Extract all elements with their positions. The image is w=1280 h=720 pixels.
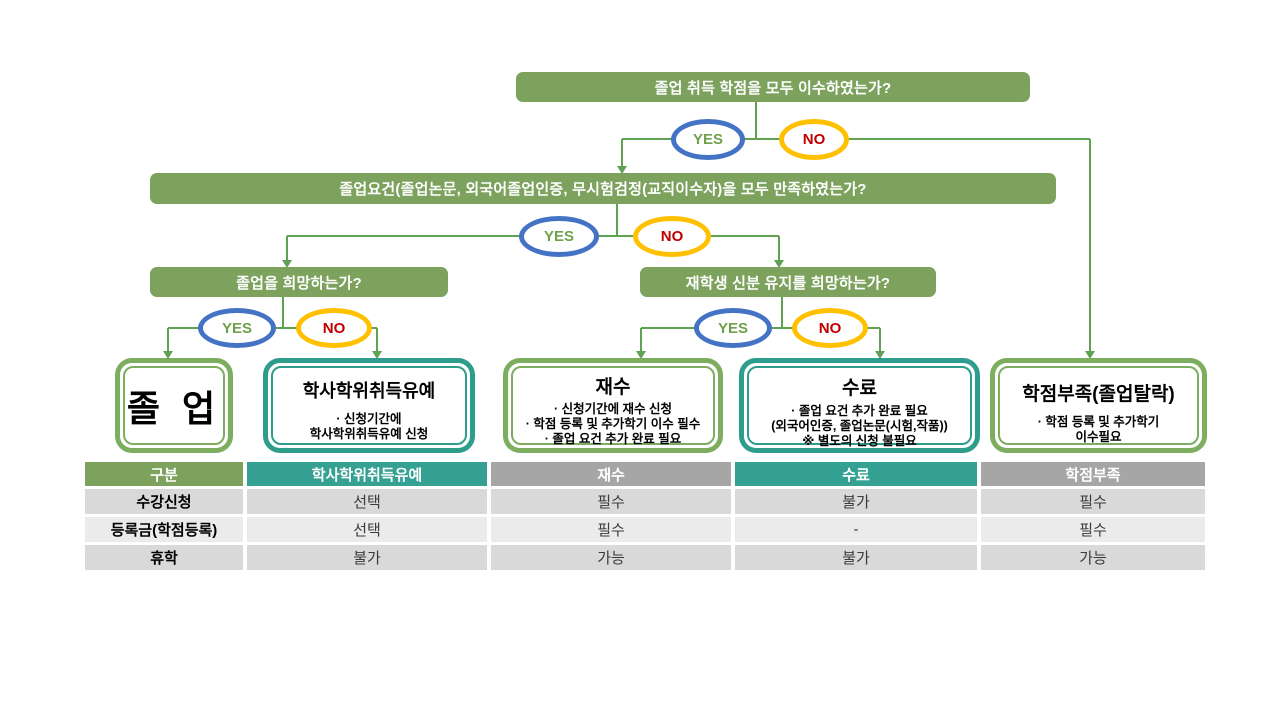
result-note: · 신청기간에 (336, 412, 402, 426)
yes-badge-requirements: YES (519, 216, 599, 257)
result-note: (외국어인증, 졸업논문(시험,작품)) (771, 419, 948, 433)
col-header-completion: 수료 (735, 462, 977, 486)
yes-badge-wish-enrolled: YES (694, 308, 772, 348)
col-header-category: 구분 (85, 462, 243, 486)
yes-badge-wish-graduate: YES (198, 308, 276, 348)
summary-table: 구분 학사학위취득유예 재수 수료 학점부족 수강신청 선택 필수 불가 필수 … (85, 462, 1205, 570)
row-label-leave-of-absence: 휴학 (85, 545, 243, 570)
table-cell: - (735, 517, 977, 542)
result-note: 이수필요 (1075, 430, 1122, 444)
table-cell: 가능 (981, 545, 1205, 570)
table-cell: 불가 (735, 489, 977, 514)
result-box-completion: 수료 · 졸업 요건 추가 완료 필요 (외국어인증, 졸업논문(시험,작품))… (739, 358, 980, 453)
table-cell: 필수 (981, 489, 1205, 514)
result-box-graduation: 졸 업 (115, 358, 233, 453)
result-box-credit-shortage: 학점부족(졸업탈락) · 학점 등록 및 추가학기 이수필요 (990, 358, 1207, 453)
table-cell: 필수 (491, 517, 731, 542)
yes-badge-credits: YES (671, 119, 745, 160)
col-header-retake: 재수 (491, 462, 731, 486)
table-cell: 선택 (247, 517, 487, 542)
table-cell: 가능 (491, 545, 731, 570)
result-title-degree-deferment: 학사학위취득유예 (302, 381, 436, 401)
row-label-course-registration: 수강신청 (85, 489, 243, 514)
result-title-credit-shortage: 학점부족(졸업탈락) (1022, 384, 1175, 405)
result-note: · 신청기간에 재수 신청 (553, 402, 673, 416)
result-note: ※ 별도의 신청 불필요 (802, 434, 917, 448)
question-graduation-requirements: 졸업요건(졸업논문, 외국어졸업인증, 무시험검정(교직이수자)을 모두 만족하… (150, 173, 1056, 204)
result-box-retake: 재수 · 신청기간에 재수 신청 · 학점 등록 및 추가학기 이수 필수 · … (503, 358, 723, 453)
result-title-completion: 수료 (842, 378, 877, 399)
result-note: 학사학위취득유예 신청 (309, 427, 429, 441)
question-wish-to-graduate: 졸업을 희망하는가? (150, 267, 448, 297)
result-note: · 졸업 요건 추가 완료 필요 (791, 404, 928, 418)
col-header-deferment: 학사학위취득유예 (247, 462, 487, 486)
result-note: · 학점 등록 및 추가학기 이수 필수 (525, 417, 701, 431)
no-badge-requirements: NO (633, 216, 711, 257)
question-credits-completed: 졸업 취득 학점을 모두 이수하였는가? (516, 72, 1030, 102)
table-cell: 불가 (735, 545, 977, 570)
result-note: · 졸업 요건 추가 완료 필요 (544, 432, 682, 446)
table-cell: 불가 (247, 545, 487, 570)
table-cell: 필수 (491, 489, 731, 514)
result-title-retake: 재수 (595, 377, 631, 398)
col-header-credit-shortage: 학점부족 (981, 462, 1205, 486)
no-badge-wish-enrolled: NO (792, 308, 868, 348)
table-cell: 선택 (247, 489, 487, 514)
result-title-graduation: 졸 업 (126, 387, 222, 429)
result-box-degree-deferment: 학사학위취득유예 · 신청기간에 학사학위취득유예 신청 (263, 358, 475, 453)
row-label-tuition: 등록금(학점등록) (85, 517, 243, 542)
result-note: · 학점 등록 및 추가학기 (1037, 415, 1160, 429)
table-cell: 필수 (981, 517, 1205, 542)
no-badge-wish-graduate: NO (296, 308, 372, 348)
question-wish-to-stay-enrolled: 재학생 신분 유지를 희망하는가? (640, 267, 936, 297)
no-badge-credits: NO (779, 119, 849, 160)
